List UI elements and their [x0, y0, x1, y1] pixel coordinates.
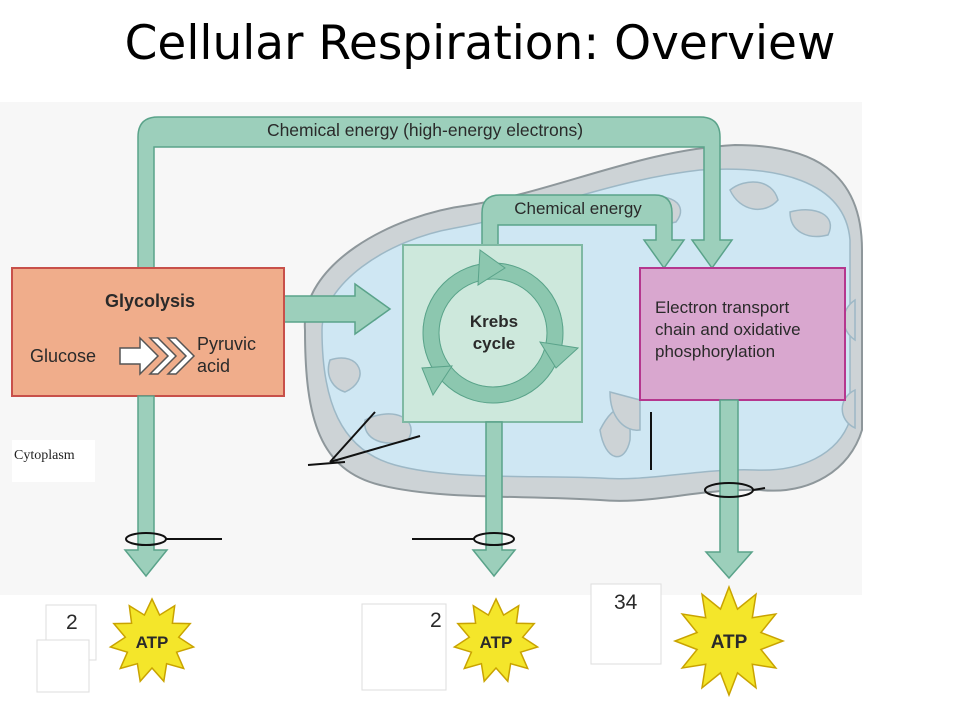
krebs-atp-arrow — [471, 421, 517, 578]
electron-transport-box — [639, 267, 846, 401]
krebs-cycle-box — [402, 244, 583, 423]
pyruvic-acid-label-line2: acid — [197, 356, 230, 376]
etc-atp-count: 34 — [614, 591, 638, 614]
etc-atp-arrow — [704, 399, 754, 580]
glycolysis-count-box-extension — [36, 639, 90, 693]
glycolysis-to-krebs-arrow — [282, 282, 392, 336]
glycolysis-atp-count: 2 — [66, 611, 78, 634]
glycolysis-box — [11, 267, 285, 397]
glycolysis-atp-arrow — [123, 395, 169, 578]
etc-atp-burst — [672, 584, 786, 698]
cytoplasm-label: Cytoplasm — [14, 448, 75, 463]
krebs-count-box — [361, 603, 447, 691]
etc-label-line1: Electron transport — [655, 298, 789, 317]
krebs-atp-count: 2 — [430, 609, 442, 632]
glycolysis-title: Glycolysis — [105, 291, 195, 311]
krebs-atp-label: ATP — [480, 633, 513, 652]
krebs-arrowhead-left — [421, 365, 453, 397]
krebs-label-line1: Krebs — [470, 312, 518, 331]
glycolysis-process-arrows — [119, 336, 196, 376]
etc-label-line3: phosphorylation — [655, 342, 775, 361]
glycolysis-atp-burst — [108, 597, 196, 683]
mid-arrow-label: Chemical energy — [514, 199, 642, 218]
etc-atp-label: ATP — [711, 632, 748, 653]
leader-lines — [125, 411, 766, 546]
glucose-label: Glucose — [30, 346, 96, 366]
etc-label-line2: chain and oxidative — [655, 320, 801, 339]
krebs-atp-burst — [452, 597, 540, 683]
krebs-arrowhead-top — [477, 249, 506, 286]
glycolysis-atp-label: ATP — [136, 633, 169, 652]
cellular-respiration-diagram: Chemical energy (high-energy electrons) … — [0, 102, 865, 712]
cytoplasm-label-bg — [12, 440, 95, 482]
chemical-energy-arrow — [481, 194, 686, 270]
krebs-label-line2: cycle — [473, 334, 516, 353]
top-arrow-label: Chemical energy (high-energy electrons) — [267, 120, 583, 140]
high-energy-electrons-arrow — [137, 116, 734, 276]
slide-title: Cellular Respiration: Overview — [124, 16, 836, 71]
pyruvic-acid-label-line1: Pyruvic — [197, 334, 256, 354]
krebs-arrowhead-right — [539, 341, 580, 369]
etc-count-box — [590, 583, 662, 665]
